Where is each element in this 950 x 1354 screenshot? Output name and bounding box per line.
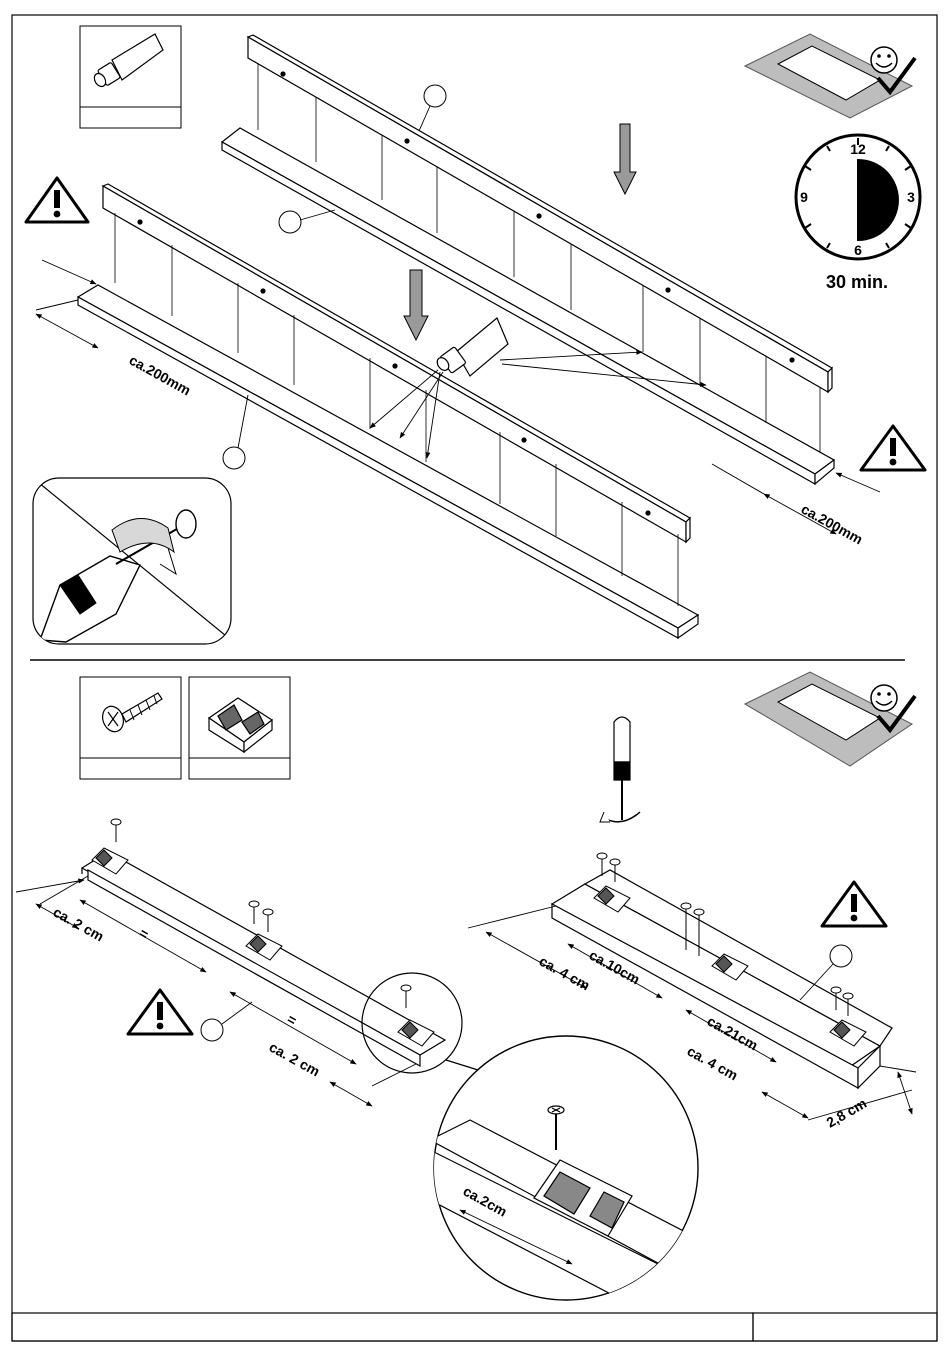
carpet-smiley-icon [745,672,915,766]
bracket-parts-box [189,677,290,779]
clock-numeral-3: 3 [907,189,915,205]
back-shelf-dowels [258,64,820,453]
equal-spacing-mark: = [285,1011,300,1029]
clock-numeral-6: 6 [854,242,862,258]
clock-numeral-9: 9 [800,189,808,205]
part-callout [424,85,446,107]
dimension-label: ca. 4 cm [537,953,593,994]
screwdriver-icon [600,717,640,822]
dimension-label: ca. 4 cm [685,1043,741,1084]
drying-clock-icon: 12 3 6 9 [796,135,920,259]
warning-icon [26,178,88,222]
clock-numeral-12: 12 [850,141,866,157]
screwdriving-detail-inset [33,478,231,644]
part-callout [279,211,301,233]
zoom-detail [430,1036,720,1330]
footer-box [12,1313,753,1341]
glue-tube-applicator [435,318,508,376]
part-callout [830,945,852,967]
glue-parts-box [80,26,181,128]
warning-icon [128,990,192,1034]
dimension-label: ca.200mm [799,501,866,548]
carpet-smiley-icon [745,34,915,118]
drying-duration: 30 min. [826,272,888,292]
warning-icon [822,882,886,926]
dimension-label: 2,8 cm [824,1095,870,1131]
footer-box-right [753,1313,937,1341]
part-callout [201,1019,223,1041]
down-arrow-icon [404,270,428,340]
part-callout [223,447,245,469]
dimension-label: ca. 2 cm [51,904,107,945]
dimension-label: ca. 2 cm [267,1039,323,1080]
screw-parts-box [80,677,181,779]
down-arrow-icon [614,124,636,194]
warning-icon [861,426,925,470]
